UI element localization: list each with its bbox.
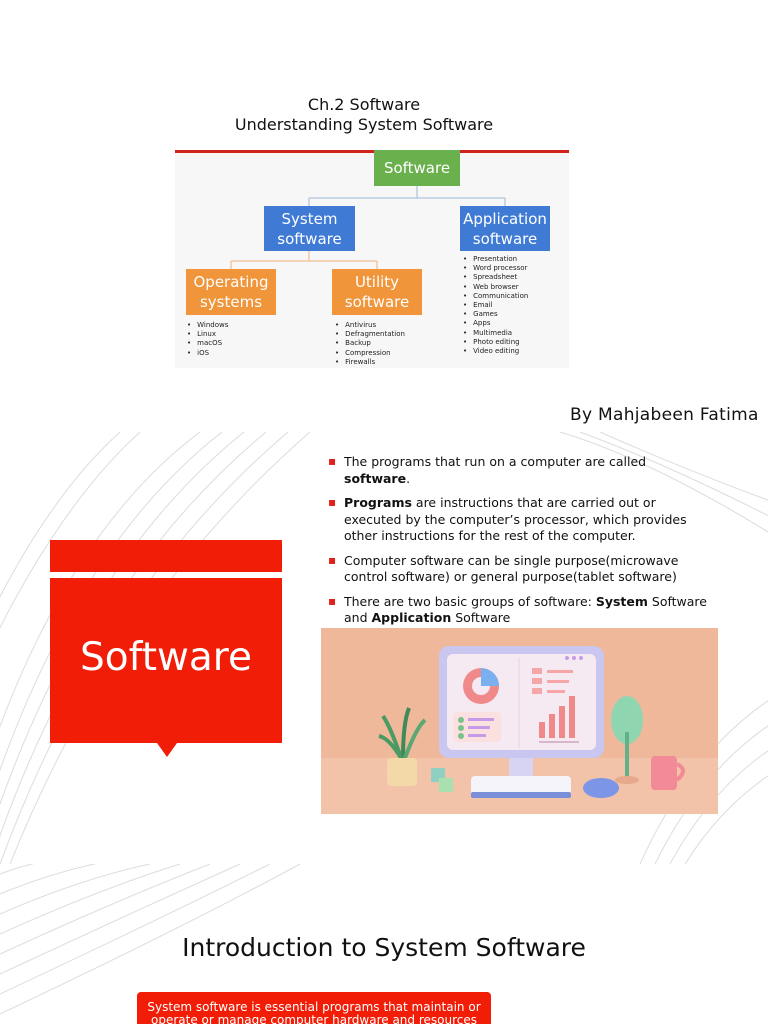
list-item: macOS <box>187 339 228 348</box>
panel-pointer <box>157 743 177 757</box>
system-software-label-1: System <box>281 209 338 228</box>
diagram-node-software-label: Software <box>383 159 451 177</box>
list-item: Windows <box>187 321 228 330</box>
author-credit: By Mahjabeen Fatima <box>570 405 759 425</box>
slide-2-title: Software <box>80 635 252 680</box>
red-accent-strip <box>50 540 282 572</box>
bullet-bold-text: software <box>344 470 407 486</box>
list-item: Antivirus <box>335 321 405 330</box>
diagram-node-application-software: Application software <box>460 206 550 251</box>
list-item: Linux <box>187 330 228 339</box>
operating-systems-label-2: systems <box>199 293 263 311</box>
list-item: Word processor <box>463 264 528 273</box>
os-examples-list: Windows Linux macOS iOS <box>187 321 228 358</box>
plant-icon <box>378 707 427 786</box>
diagram-node-utility-software: Utility software <box>332 269 422 315</box>
list-item: Backup <box>335 339 405 348</box>
diagram-node-system-software: System software <box>264 206 355 251</box>
list-item: Video editing <box>463 347 528 356</box>
title-divider <box>175 150 569 153</box>
computer-desk-illustration <box>321 628 718 814</box>
list-item: iOS <box>187 349 228 358</box>
utility-examples-list: Antivirus Defragmentation Backup Compres… <box>335 321 405 367</box>
operating-systems-label-1: Operating <box>193 273 269 291</box>
list-item: Defragmentation <box>335 330 405 339</box>
decorative-arc-lines <box>0 864 301 1015</box>
bullet-text: There are two basic groups of software: <box>344 593 596 609</box>
slide-1-title-line-1: Ch.2 Software <box>307 95 421 114</box>
bullet-bold-text: Application <box>371 610 452 625</box>
list-item: Communication <box>463 292 528 301</box>
bullet-item: The programs that run on a computer are … <box>328 453 708 487</box>
bullet-item: There are two basic groups of software: … <box>328 593 708 627</box>
bullet-text: The programs that run on a computer are … <box>344 454 647 469</box>
list-item: Multimedia <box>463 329 528 338</box>
list-item: Firewalls <box>335 358 405 367</box>
bullet-bold-text: Programs <box>344 495 412 510</box>
list-item: Photo editing <box>463 338 528 347</box>
toy-blocks-icon <box>431 768 453 792</box>
definition-text: System software is essential programs th… <box>147 1000 481 1024</box>
bullet-item: Computer software can be single purpose(… <box>328 552 708 586</box>
list-item: Presentation <box>463 255 528 264</box>
list-item: Games <box>463 310 528 319</box>
application-software-label-2: software <box>472 229 538 248</box>
tree-icon <box>611 696 643 784</box>
bullet-item: Programs are instructions that are carri… <box>328 494 708 545</box>
mug-icon <box>651 756 685 790</box>
bullet-text: Computer software can be single purpose(… <box>344 552 679 585</box>
keyboard-icon <box>471 776 571 798</box>
application-examples-list: Presentation Word processor Spreadsheet … <box>463 255 528 356</box>
bullet-bold-text: System <box>595 593 648 609</box>
bullet-text: Software and <box>344 593 707 626</box>
list-item: Web browser <box>463 283 528 292</box>
utility-software-label-2: software <box>344 293 410 311</box>
diagram-node-operating-systems: Operating systems <box>186 269 276 315</box>
monitor-icon <box>439 646 604 776</box>
slide-3: Introduction to System Software System s… <box>0 864 768 1024</box>
definition-box <box>137 992 491 1024</box>
diagram-connectors <box>230 186 506 269</box>
list-item: Apps <box>463 319 528 328</box>
slide-1-title-line-2: Understanding System Software <box>234 115 494 134</box>
diagram-node-software: Software <box>374 150 460 186</box>
slide-1: Ch.2 Software Understanding System Softw… <box>0 0 768 432</box>
mouse-icon <box>583 778 619 798</box>
bullet-text: are instructions that are carried out or… <box>344 495 687 543</box>
list-item: Compression <box>335 349 405 358</box>
application-software-label-1: Application <box>463 209 547 228</box>
slide-2: Software The programs that run on a comp… <box>0 432 768 864</box>
utility-software-label-1: Utility <box>354 273 400 291</box>
bullet-text: . <box>406 470 411 486</box>
software-bullet-list: The programs that run on a computer are … <box>328 453 708 635</box>
list-item: Email <box>463 301 528 310</box>
bullet-text: Software <box>451 610 511 625</box>
red-title-panel <box>50 578 282 743</box>
software-hierarchy-diagram: Software System software Application sof… <box>175 150 569 368</box>
slide-3-title: Introduction to System Software <box>182 933 586 962</box>
system-software-label-2: software <box>277 229 342 248</box>
list-item: Spreadsheet <box>463 273 528 282</box>
